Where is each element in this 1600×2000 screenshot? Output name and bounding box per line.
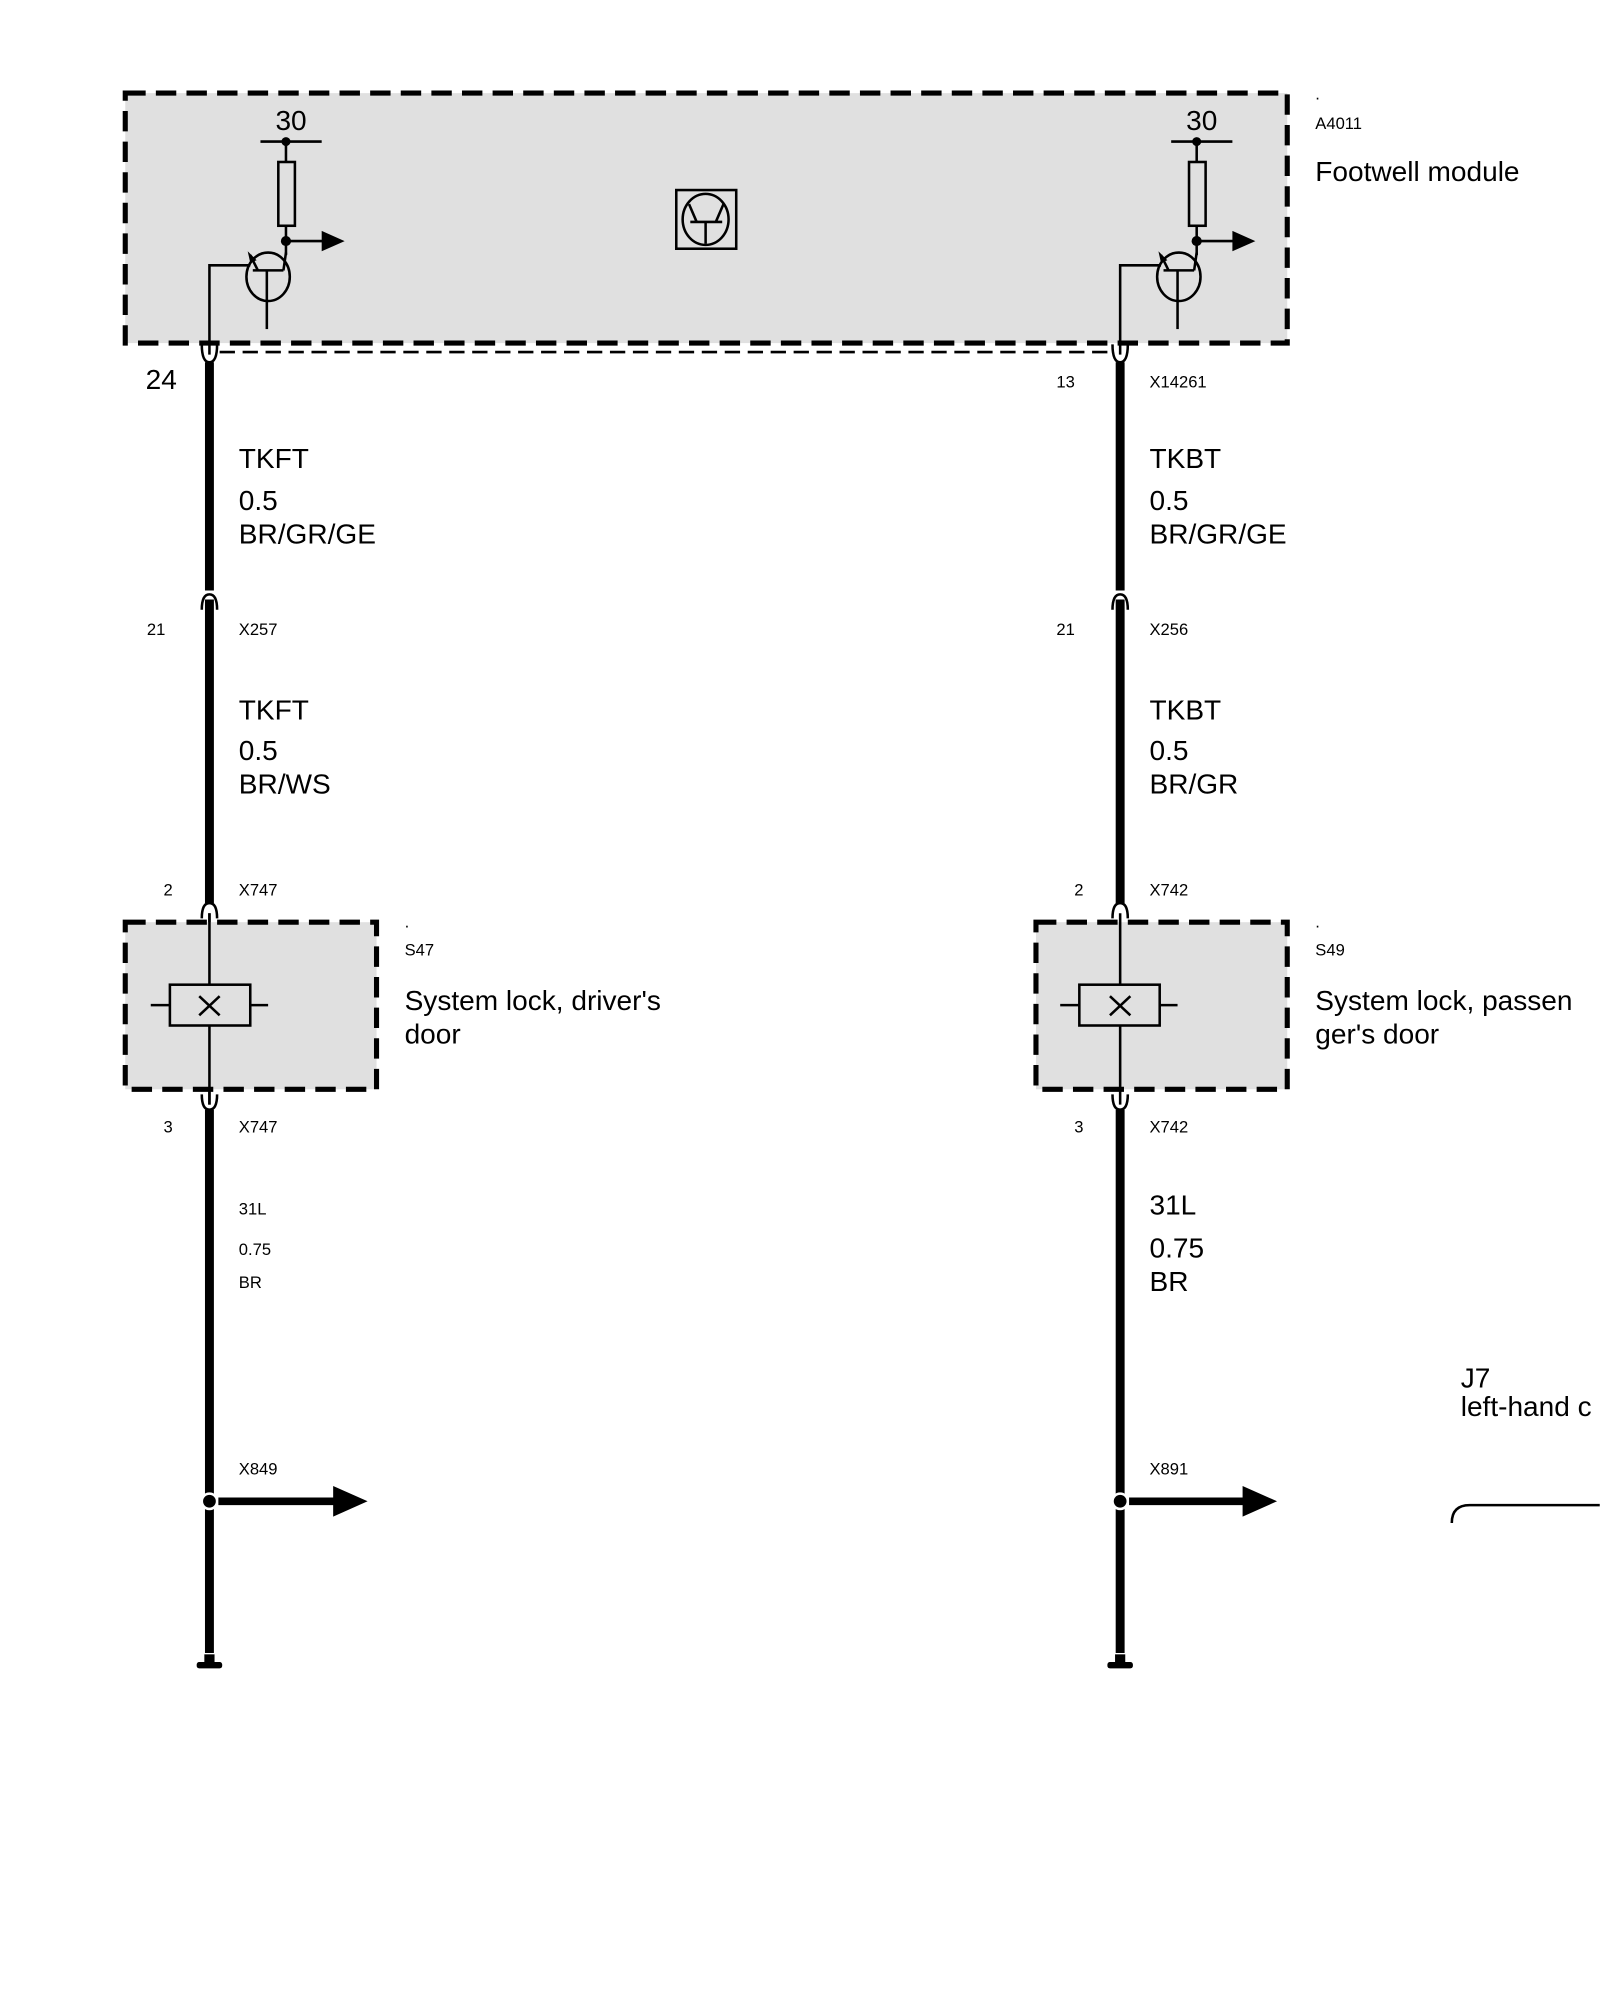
pin-label: 3 [1074, 1118, 1083, 1137]
transistor-icon [1155, 251, 1202, 330]
component-title: door [405, 1018, 461, 1049]
connector-id: X742 [1149, 880, 1188, 899]
splice-dot-icon [200, 1492, 219, 1511]
pin-label: 21 [1056, 620, 1074, 639]
splice-dot-icon [1111, 1492, 1130, 1511]
output-arrow-icon [1232, 230, 1256, 252]
wire-color: BR/GR [1149, 768, 1238, 799]
wire-name: TKFT [239, 443, 309, 474]
wire-color: BR/GR/GE [1149, 518, 1286, 549]
pin-label: 21 [147, 620, 165, 639]
pin-label: 3 [164, 1118, 173, 1137]
wire-size: 0.5 [1149, 485, 1188, 516]
splice-id: X849 [239, 1459, 278, 1478]
output-arrow-icon [321, 230, 345, 252]
junction-id: J7 [1461, 1363, 1491, 1394]
splice-id: X891 [1149, 1459, 1188, 1478]
wire-size: 0.5 [239, 735, 278, 766]
connector-id: X256 [1149, 620, 1188, 639]
connector-id: X747 [239, 880, 278, 899]
junction-label: left-hand c [1461, 1391, 1592, 1422]
pin-label: 2 [1074, 880, 1083, 899]
continuation-arrow-icon [1242, 1485, 1278, 1517]
connector-id: X742 [1149, 1118, 1188, 1137]
connector-id: X747 [239, 1118, 278, 1137]
ground-icon [1107, 1654, 1133, 1669]
wire-size: 0.75 [1149, 1233, 1204, 1264]
footwell-module: . A4011 Footwell module [122, 84, 1520, 354]
right-transistor-stage: 30 [1118, 105, 1256, 355]
transistor-icon [245, 251, 292, 330]
pin-label: 24 [146, 364, 177, 395]
component-title: ger's door [1315, 1018, 1439, 1049]
component-title: System lock, driver's [405, 985, 661, 1016]
component-title: System lock, passen [1315, 985, 1572, 1016]
semiconductor-symbol-icon [675, 188, 738, 250]
wire-color: BR [239, 1273, 262, 1292]
connector-id: X257 [239, 620, 278, 639]
left-transistor-stage: 30 [208, 105, 345, 355]
component-id: S47 [405, 940, 435, 959]
wire-color: BR/WS [239, 768, 331, 799]
component-id: S49 [1315, 940, 1345, 959]
pin-label: 2 [164, 880, 173, 899]
component-dot: . [1315, 912, 1320, 931]
terminal-30-left: 30 [275, 105, 306, 136]
component-dot: . [405, 912, 410, 931]
module-title: Footwell module [1315, 156, 1519, 187]
wire-name: 31L [239, 1199, 267, 1218]
ground-icon [196, 1654, 223, 1669]
connector-id: X14261 [1149, 373, 1206, 392]
wire-color: BR/GR/GE [239, 518, 376, 549]
right-circuit: 13 X14261 TKBT 0.5 BR/GR/GE 21 X256 TKBT… [1033, 344, 1573, 1669]
wire-size: 0.75 [239, 1240, 271, 1259]
wire-name: TKBT [1149, 443, 1221, 474]
wire-size: 0.5 [239, 485, 278, 516]
system-lock-driver [122, 913, 380, 1105]
wire-name: TKFT [239, 694, 309, 725]
module-id: A4011 [1315, 114, 1362, 133]
left-circuit: 24 TKFT 0.5 BR/GR/GE 21 X257 TKFT 0.5 BR… [122, 344, 661, 1669]
system-lock-passenger [1033, 913, 1290, 1105]
module-dot: . [1315, 84, 1320, 103]
continuation-arrow-icon [333, 1485, 368, 1517]
junction-j7: J7 left-hand c [1450, 1363, 1600, 1524]
wire-name: TKBT [1149, 694, 1221, 725]
pin-label: 13 [1056, 373, 1074, 392]
wire-name: 31L [1149, 1189, 1196, 1220]
terminal-30-right: 30 [1186, 105, 1217, 136]
wire-color: BR [1149, 1266, 1188, 1297]
wire-size: 0.5 [1149, 735, 1188, 766]
